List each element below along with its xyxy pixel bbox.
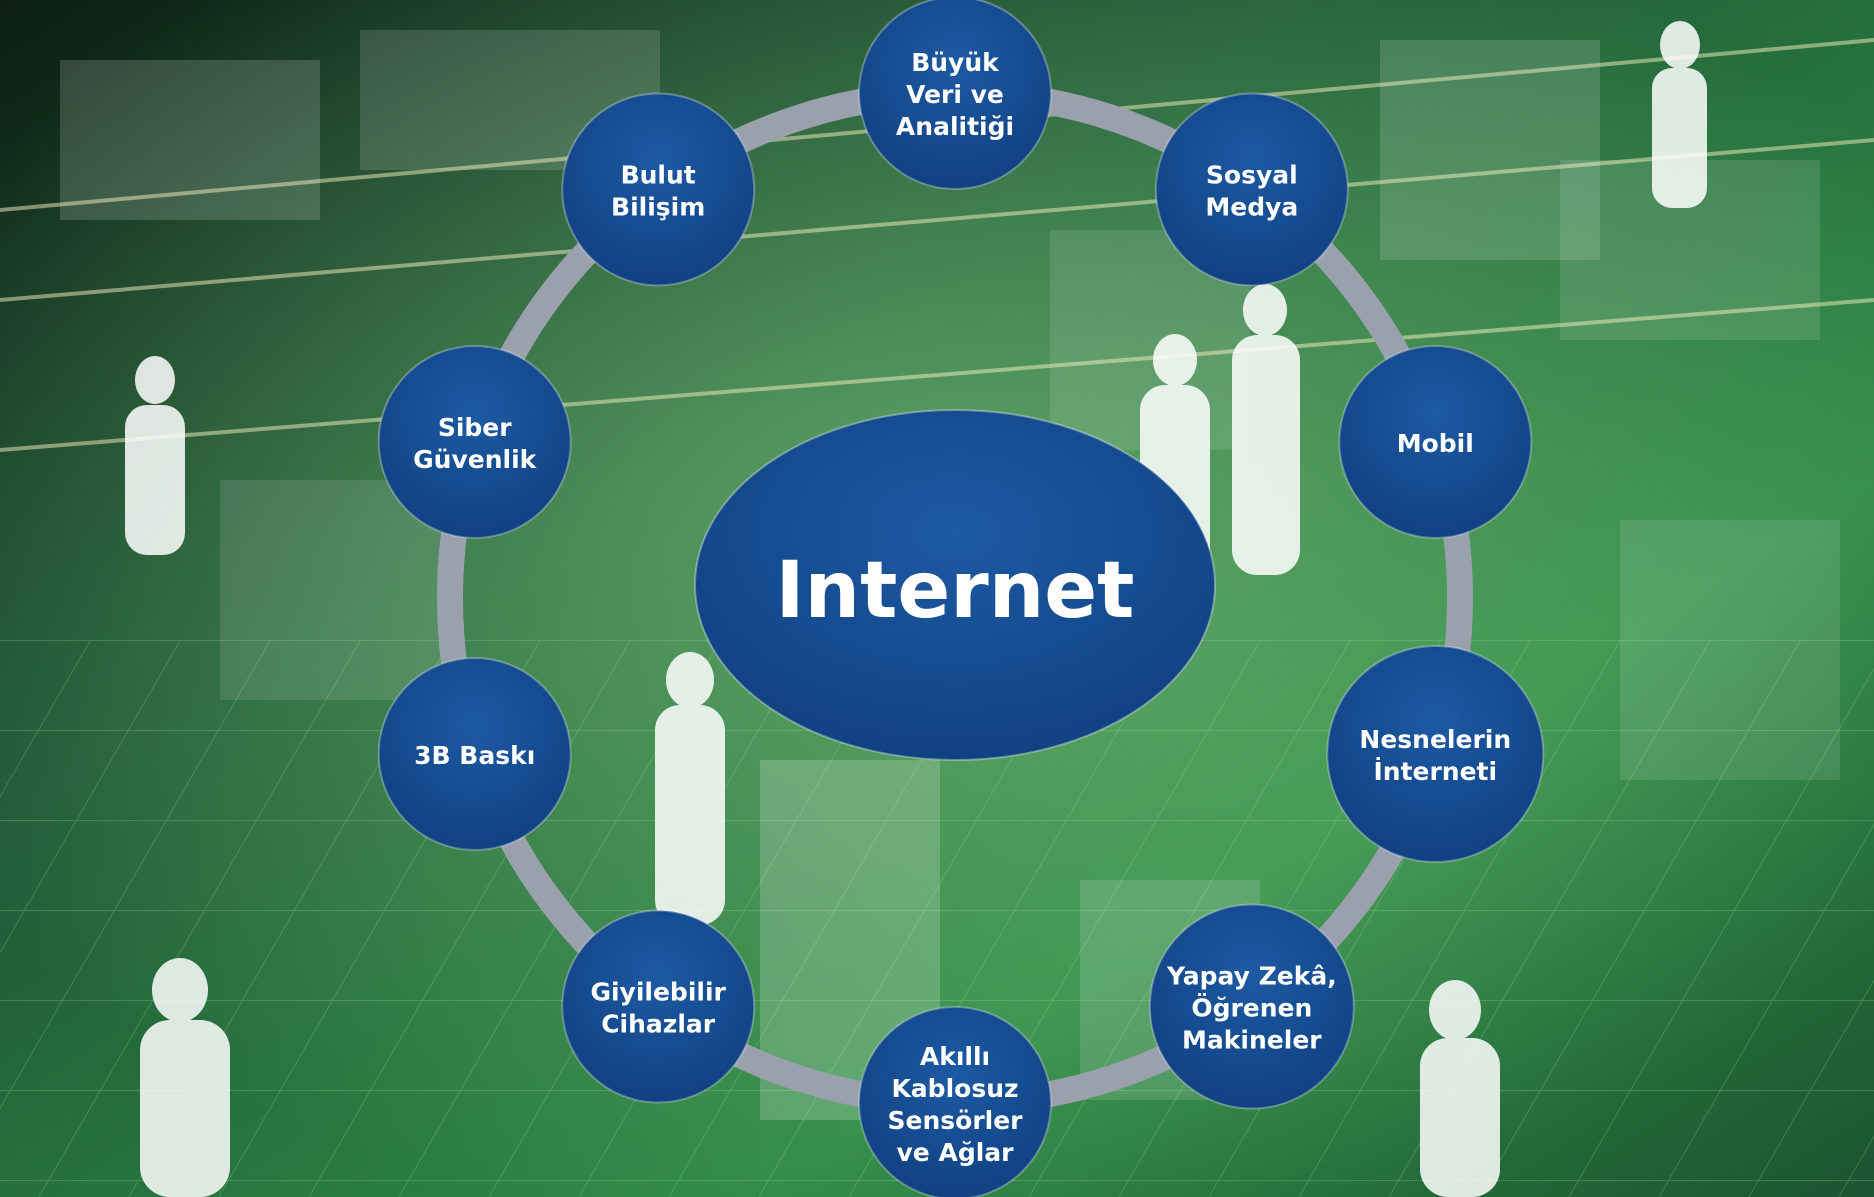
node-label-line: Veri ve bbox=[906, 80, 1004, 109]
node-label-line: Cihazlar bbox=[601, 1010, 716, 1039]
node-label-line: Analitiği bbox=[896, 112, 1014, 141]
node-label-line: ve Ağlar bbox=[897, 1138, 1015, 1167]
node-label-line: Kablosuz bbox=[891, 1074, 1018, 1103]
node-circle bbox=[1338, 344, 1533, 539]
node-3b-baski: 3B Baskı bbox=[377, 657, 572, 852]
node-label-line: Öğrenen bbox=[1191, 993, 1312, 1023]
node-circle bbox=[377, 344, 572, 539]
node-circle bbox=[858, 1006, 1052, 1197]
node-label-line: Güvenlik bbox=[413, 445, 538, 474]
node-circle bbox=[561, 909, 756, 1104]
node-label-line: Giyilebilir bbox=[590, 978, 726, 1007]
node-circle bbox=[1326, 645, 1545, 864]
node-label-line: Büyük bbox=[911, 48, 1000, 77]
node-label-line: Siber bbox=[438, 413, 512, 442]
node-label-line: Akıllı bbox=[920, 1042, 990, 1071]
node-circle bbox=[1154, 92, 1349, 287]
node-mobil: Mobil bbox=[1338, 344, 1533, 539]
node-label-line: Mobil bbox=[1397, 429, 1474, 458]
node-label-line: Sosyal bbox=[1206, 160, 1298, 189]
node-label-line: Bulut bbox=[621, 160, 696, 189]
center-ellipse bbox=[694, 409, 1216, 761]
node-label-line: Yapay Zekâ, bbox=[1166, 962, 1337, 991]
center-node: Internet bbox=[694, 409, 1216, 761]
node-circle bbox=[377, 657, 572, 852]
node-circle bbox=[561, 92, 756, 287]
node-label-line: Sensörler bbox=[888, 1106, 1024, 1135]
node-label-line: Makineler bbox=[1182, 1026, 1322, 1055]
node-circle bbox=[1148, 903, 1355, 1110]
node-label-line: İnterneti bbox=[1373, 756, 1497, 786]
center-label: Internet bbox=[776, 546, 1135, 636]
node-label-line: Nesnelerin bbox=[1359, 725, 1511, 754]
node-circle bbox=[858, 0, 1052, 190]
node-label-line: Bilişim bbox=[611, 192, 705, 221]
node-label-line: 3B Baskı bbox=[414, 741, 535, 770]
node-label-line: Medya bbox=[1205, 192, 1298, 221]
